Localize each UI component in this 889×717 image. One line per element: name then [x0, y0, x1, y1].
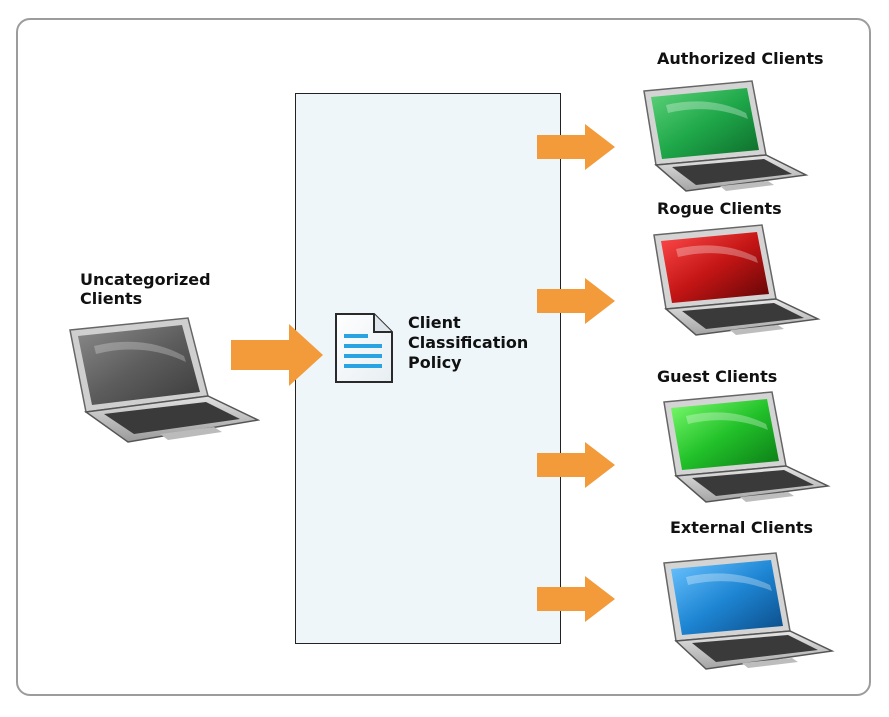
policy-label: Client Classification Policy — [408, 313, 528, 373]
rogue-laptop-icon — [650, 223, 822, 341]
policy-label-line1: Client — [408, 313, 528, 333]
target-label-authorized: Authorized Clients — [657, 49, 824, 68]
target-label-rogue: Rogue Clients — [657, 199, 782, 218]
target-label-guest: Guest Clients — [657, 367, 777, 386]
policy-label-line2: Classification — [408, 333, 528, 353]
policy-label-line3: Policy — [408, 353, 528, 373]
input-arrow — [231, 324, 323, 386]
document-icon — [334, 312, 396, 384]
guest-laptop-icon — [660, 390, 832, 508]
output-arrow-rogue — [537, 278, 615, 324]
external-laptop-icon — [660, 551, 836, 675]
source-label-line1: Uncategorized — [80, 270, 211, 289]
target-label-external: External Clients — [670, 518, 813, 537]
authorized-laptop-icon — [640, 79, 810, 197]
source-label-line2: Clients — [80, 289, 211, 308]
output-arrow-guest — [537, 442, 615, 488]
source-label: Uncategorized Clients — [80, 270, 211, 308]
output-arrow-authorized — [537, 124, 615, 170]
output-arrow-external — [537, 576, 615, 622]
